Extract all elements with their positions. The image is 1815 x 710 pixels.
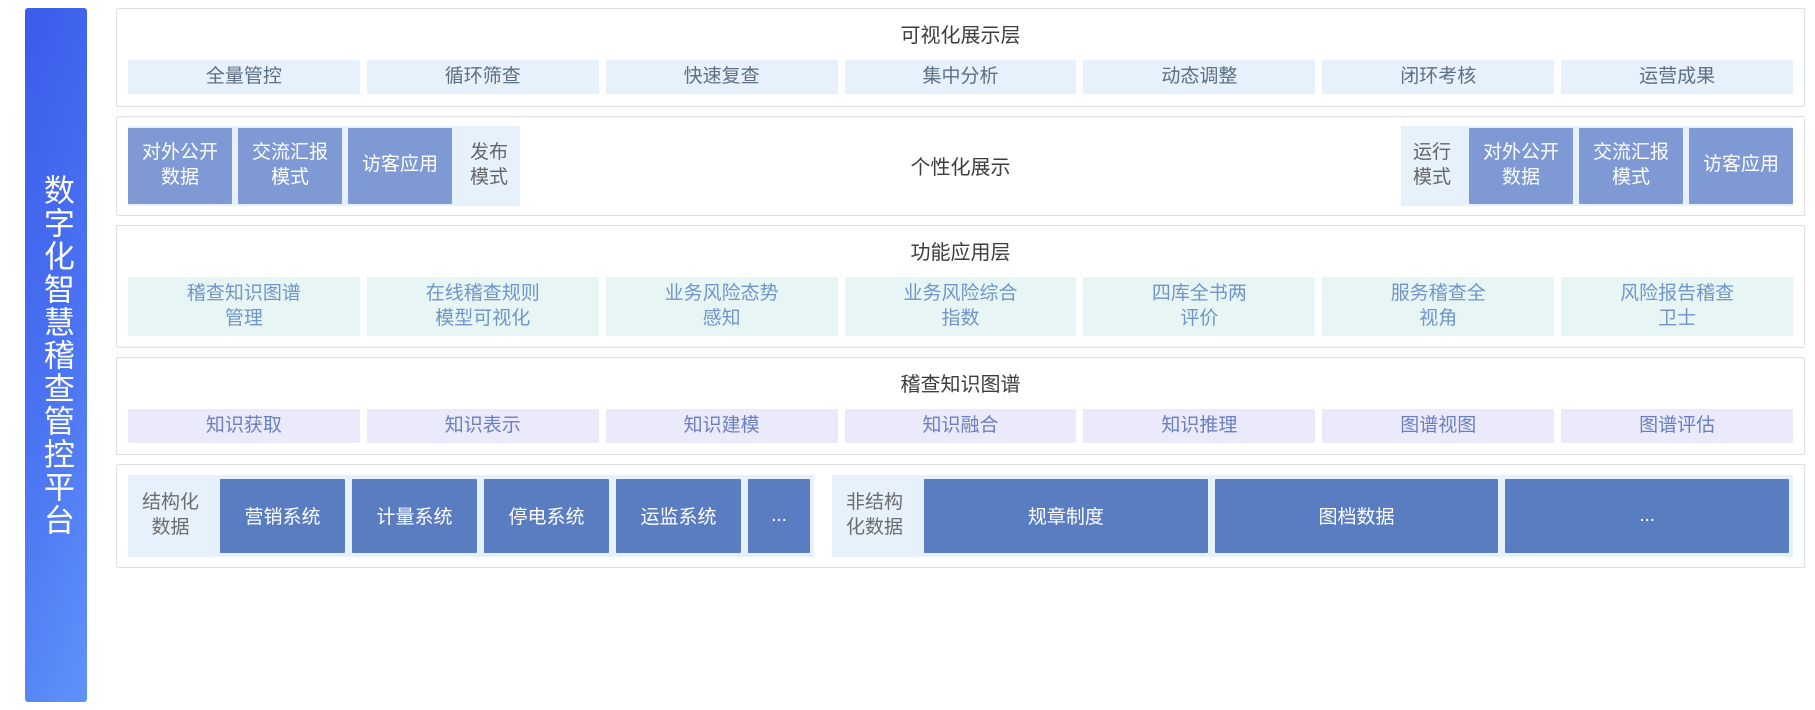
functional-items-row: 稽查知识图谱 管理在线稽查规则 模型可视化业务风险态势 感知业务风险综合 指数四… [117,276,1804,347]
structured-data-group: 结构化 数据 营销系统计量系统停电系统运监系统... [128,474,815,557]
knowledge-graph-item[interactable]: 知识融合 [844,408,1077,443]
unstructured-data-label: 非结构 化数据 [846,491,904,538]
modes-left-group: 对外公开 数据交流汇报 模式访客应用发布 模式 [128,125,521,206]
personalized-display-title: 个性化展示 [520,125,1401,206]
functional-item[interactable]: 业务风险态势 感知 [605,276,838,336]
data-source-box[interactable]: 营销系统 [220,478,346,553]
visualization-item[interactable]: 动态调整 [1083,60,1316,94]
mode-item-plain[interactable]: 运行 模式 [1412,141,1451,188]
panel-visualization-layer: 可视化展示层 全量管控循环筛查快速复查集中分析动态调整闭环考核运营成果 [116,8,1805,107]
data-source-box[interactable]: 计量系统 [352,478,478,553]
visualization-item[interactable]: 闭环考核 [1322,60,1555,94]
data-source-box[interactable]: 规章制度 [924,478,1208,553]
mode-item-solid[interactable]: 交流汇报 模式 [1578,127,1683,204]
functional-layer-title: 功能应用层 [910,241,1011,264]
unstructured-data-items: 规章制度图档数据... [924,478,1789,553]
panel-modes-row: 对外公开 数据交流汇报 模式访客应用发布 模式 个性化展示 运行 模式对外公开 … [116,115,1805,216]
functional-item[interactable]: 稽查知识图谱 管理 [128,276,360,336]
data-sources-row: 结构化 数据 营销系统计量系统停电系统运监系统... 非结构 化数据 规章制度图… [128,474,1793,557]
modes-right-group: 运行 模式对外公开 数据交流汇报 模式访客应用 [1400,125,1793,206]
functional-item[interactable]: 服务稽查全 视角 [1322,276,1555,336]
panel-knowledge-graph: 稽查知识图谱 知识获取知识表示知识建模知识融合知识推理图谱视图图谱评估 [116,356,1805,455]
mode-item-solid[interactable]: 对外公开 数据 [1468,127,1573,204]
visualization-items-row: 全量管控循环筛查快速复查集中分析动态调整闭环考核运营成果 [117,60,1804,106]
structured-data-items: 营销系统计量系统停电系统运监系统... [220,478,811,553]
sidebar-container: 数字化智慧稽查管控平台 [0,0,110,710]
knowledge-graph-items-row: 知识获取知识表示知识建模知识融合知识推理图谱视图图谱评估 [117,408,1804,454]
layer-stack: 可视化展示层 全量管控循环筛查快速复查集中分析动态调整闭环考核运营成果 对外公开… [110,0,1815,710]
knowledge-graph-item[interactable]: 知识建模 [605,408,838,443]
knowledge-graph-item[interactable]: 知识推理 [1083,408,1316,443]
platform-sidebar: 数字化智慧稽查管控平台 [25,8,87,702]
data-source-box[interactable]: 图档数据 [1214,478,1499,553]
modes-row: 对外公开 数据交流汇报 模式访客应用发布 模式 个性化展示 运行 模式对外公开 … [128,125,1793,206]
visualization-item[interactable]: 快速复查 [605,60,838,94]
mode-item-solid[interactable]: 访客应用 [348,127,453,204]
structured-data-label: 结构化 数据 [142,491,200,538]
visualization-item[interactable]: 运营成果 [1561,60,1794,94]
unstructured-data-group: 非结构 化数据 规章制度图档数据... [832,474,1793,557]
data-source-box[interactable]: 停电系统 [484,478,610,553]
knowledge-graph-title: 稽查知识图谱 [900,373,1021,396]
functional-item[interactable]: 风险报告稽查 卫士 [1561,276,1794,336]
mode-item-solid[interactable]: 对外公开 数据 [128,127,233,204]
visualization-item[interactable]: 集中分析 [844,60,1077,94]
functional-item[interactable]: 在线稽查规则 模型可视化 [366,276,599,336]
data-source-box[interactable]: ... [1505,478,1789,553]
knowledge-graph-item[interactable]: 图谱评估 [1561,408,1794,443]
mode-item-plain[interactable]: 发布 模式 [470,141,509,188]
visualization-item[interactable]: 循环筛查 [366,60,599,94]
knowledge-graph-item[interactable]: 知识表示 [366,408,599,443]
knowledge-graph-item[interactable]: 知识获取 [128,408,360,443]
data-source-box[interactable]: 运监系统 [616,478,742,553]
mode-item-solid[interactable]: 访客应用 [1688,127,1793,204]
functional-item[interactable]: 四库全书两 评价 [1083,276,1316,336]
panel-functional-layer: 功能应用层 稽查知识图谱 管理在线稽查规则 模型可视化业务风险态势 感知业务风险… [116,224,1805,348]
functional-item[interactable]: 业务风险综合 指数 [844,276,1077,336]
visualization-item[interactable]: 全量管控 [128,60,360,94]
mode-item-solid[interactable]: 交流汇报 模式 [238,127,343,204]
platform-title: 数字化智慧稽查管控平台 [38,173,74,537]
data-source-box[interactable]: ... [748,478,811,553]
knowledge-graph-item[interactable]: 图谱视图 [1322,408,1555,443]
panel-data-layer: 结构化 数据 营销系统计量系统停电系统运监系统... 非结构 化数据 规章制度图… [116,463,1805,568]
visualization-layer-title: 可视化展示层 [900,25,1021,47]
